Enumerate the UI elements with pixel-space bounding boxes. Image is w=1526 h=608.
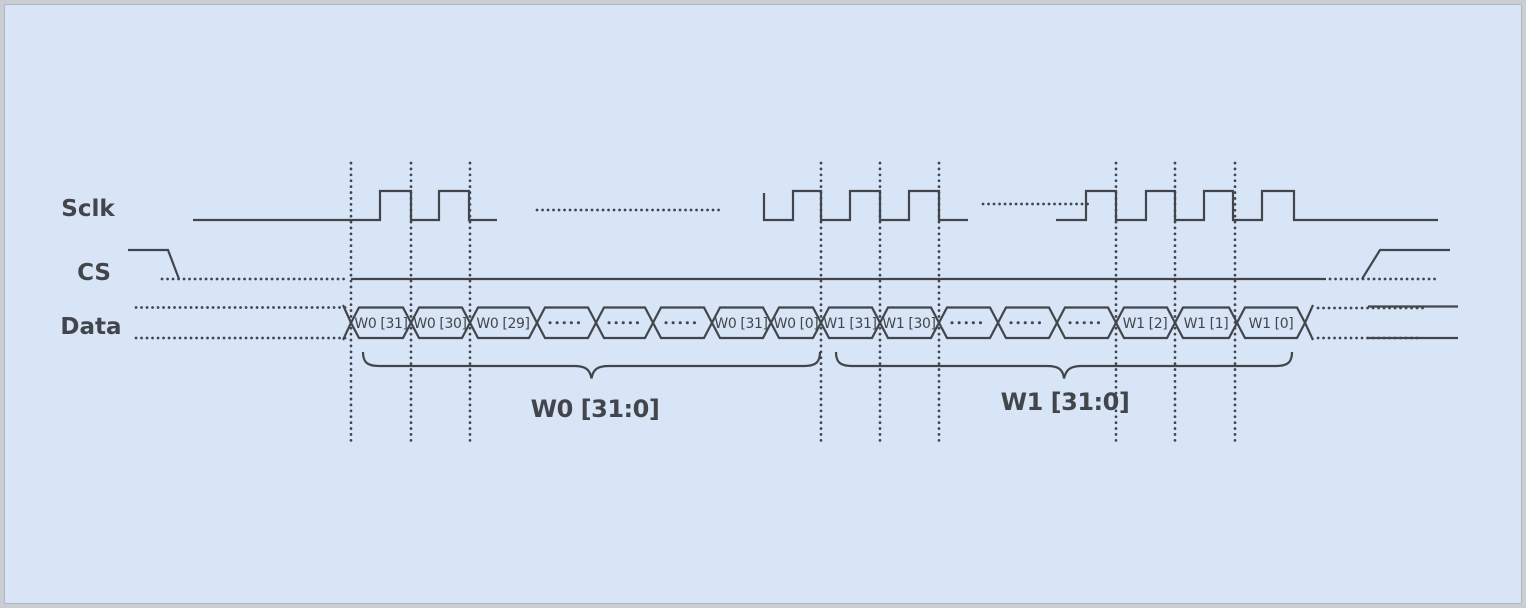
data-cells: W0 [31] W0 [30] W0 [29] W0 [31] W0 [ [349, 306, 1307, 340]
data-cell-label: W1 [0] [1249, 316, 1294, 332]
w0-brace [361, 351, 822, 379]
data-cell-shape [1235, 306, 1307, 340]
signal-label-sclk: Sclk [61, 196, 115, 222]
diagram-panel [4, 4, 1522, 604]
data-cell-label: W0 [31] [354, 316, 407, 332]
cs-wave-end-high [1361, 248, 1450, 280]
sclk-wave-segment-1 [193, 189, 497, 222]
w1-brace [834, 351, 1294, 379]
cs-wave-start-high [128, 248, 181, 280]
cs-waveform [128, 248, 1450, 281]
sclk-wave-segment-2 [762, 189, 968, 222]
word-group-braces: W0 [31:0] W1 [31:0] [361, 351, 1294, 423]
data-cell-label: W1 [31] [823, 316, 876, 332]
data-cell-label: W0 [29] [476, 316, 529, 332]
data-cell-label: W0 [31] [714, 316, 767, 332]
data-cell-label: W0 [0] [774, 316, 819, 332]
data-cell-label: W1 [2] [1123, 316, 1168, 332]
data-cell: W1 [0] [1235, 306, 1307, 340]
signal-label-data: Data [60, 314, 121, 340]
sclk-wave-segment-3 [1056, 189, 1438, 222]
w1-group-label: W1 [31:0] [1001, 388, 1130, 416]
data-cell-label: W1 [30] [882, 316, 935, 332]
data-cell-label: W1 [1] [1184, 316, 1229, 332]
w0-group-label: W0 [31:0] [531, 395, 660, 423]
sclk-waveform [193, 189, 1438, 222]
signal-label-cs: CS [77, 260, 111, 286]
data-cell-label: W0 [30] [413, 316, 466, 332]
